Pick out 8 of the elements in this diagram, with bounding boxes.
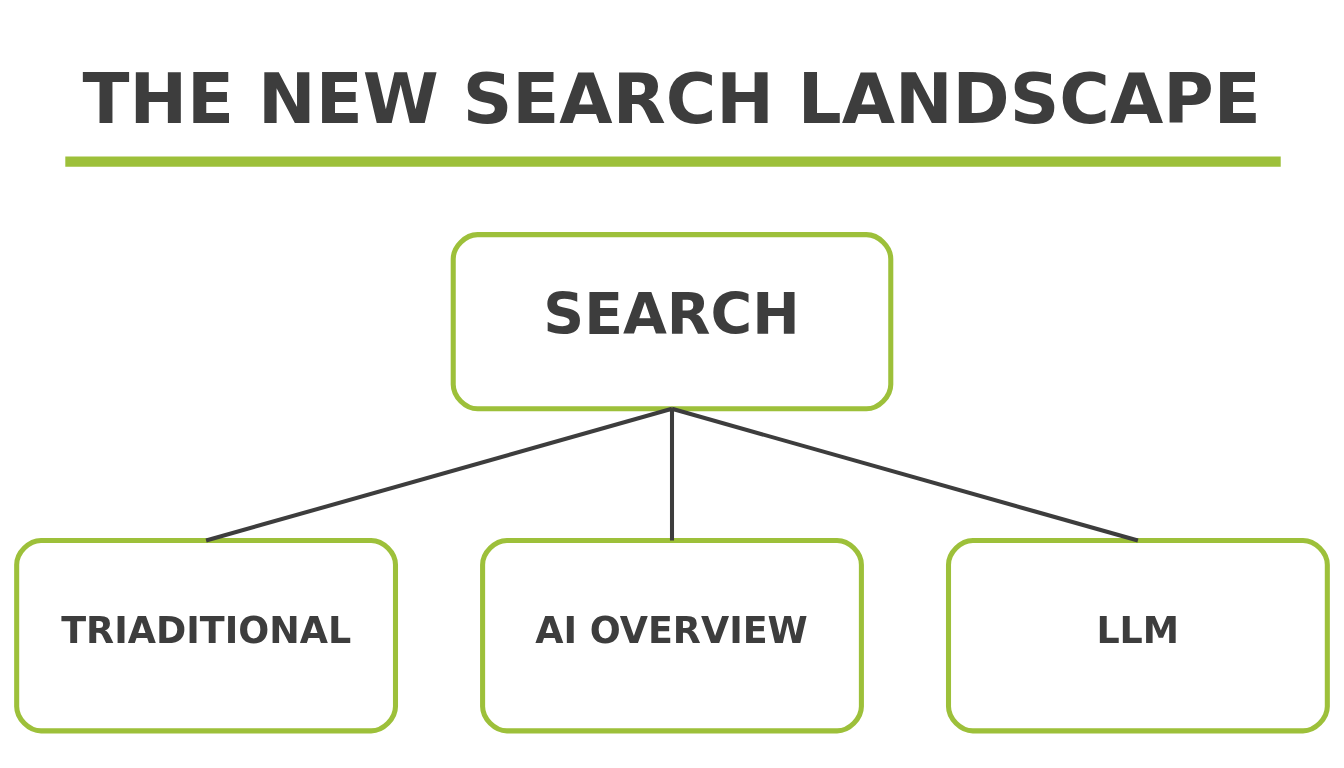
node-box: SEARCH [450,231,894,411]
node-box: TRIADITIONAL [14,537,398,733]
connector [671,406,1139,542]
node-box: AI OVERVIEW [480,537,864,733]
diagram-title: THE NEW SEARCH LANDSCAPE [82,58,1261,139]
connector [205,406,673,542]
node-box: LLM [946,537,1330,733]
connector [669,408,675,540]
